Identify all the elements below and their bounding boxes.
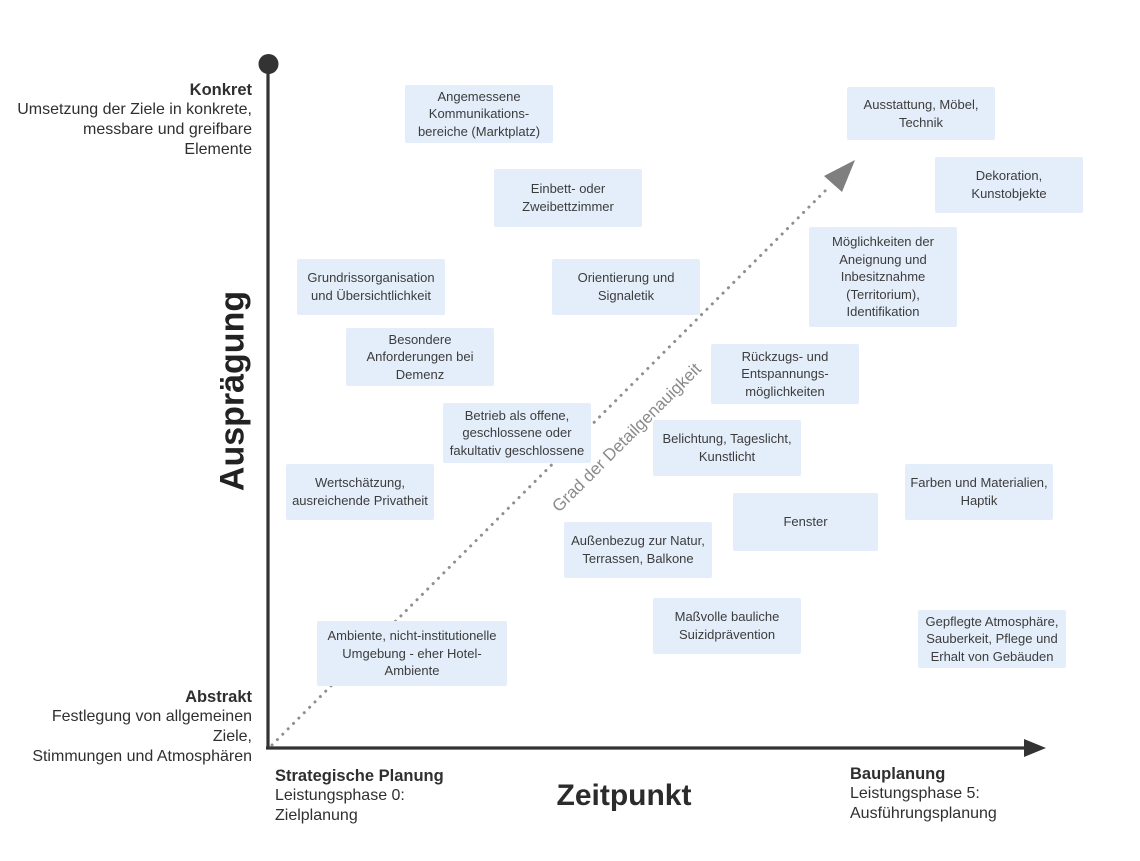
strategische-planung-label: Strategische Planung (275, 767, 444, 785)
diagram-box: Einbett- oder Zweibettzimmer (494, 169, 642, 227)
bauplanung-line1: Leistungsphase 5: (850, 785, 980, 802)
diagram-box: Grundrissorganisation und Übersichtlichk… (297, 259, 445, 315)
diagram-box: Betrieb als offene, geschlossene oder fa… (443, 403, 591, 463)
strategische-planung-line1: Leistungsphase 0: (275, 787, 405, 804)
abstrakt-description-line1: Festlegung von allgemeinen Ziele, (51, 708, 252, 745)
diagram-box: Wertschätzung, ausreichende Privatheit (286, 464, 434, 520)
strategische-planung-line2: Zielplanung (275, 807, 358, 824)
abstrakt-label: Abstrakt (185, 688, 252, 706)
diagram-box: Ambiente, nicht-institutionelle Umgebung… (317, 621, 507, 686)
diagram-box: Außenbezug zur Natur, Terrassen, Balkone (564, 522, 712, 578)
diagram-box: Besondere Anforderungen bei Demenz (346, 328, 494, 386)
y-axis-top-annotation: Konkret Umsetzung der Ziele in konkrete,… (12, 80, 252, 160)
diagonal-arrowhead-icon (824, 160, 855, 192)
x-axis-right-annotation: Bauplanung Leistungsphase 5: Ausführungs… (850, 764, 1070, 824)
diagram-box: Maßvolle bauliche Suizidprävention (653, 598, 801, 654)
diagram-box: Rückzugs- und Entspannungs- möglichkeite… (711, 344, 859, 404)
diagram-box: Möglichkeiten der Aneignung und Inbesitz… (809, 227, 957, 327)
diagram-box: Dekoration, Kunstobjekte (935, 157, 1083, 213)
bauplanung-line2: Ausführungsplanung (850, 805, 997, 822)
y-axis-title: Ausprägung (213, 290, 252, 492)
abstrakt-description-line2: Stimmungen und Atmosphären (32, 748, 252, 765)
diagram-box: Gepflegte Atmosphäre, Sauberkeit, Pflege… (918, 610, 1066, 668)
diagram-box: Farben und Materialien, Haptik (905, 464, 1053, 520)
konkret-description-line1: Umsetzung der Ziele in konkrete, (17, 101, 252, 118)
diagram-box: Orientierung und Signaletik (552, 259, 700, 315)
diagram-box: Fenster (733, 493, 878, 551)
diagram-box: Ausstattung, Möbel, Technik (847, 87, 995, 140)
diagram-box: Angemessene Kommunikations- bereiche (Ma… (405, 85, 553, 143)
y-axis-bottom-annotation: Abstrakt Festlegung von allgemeinen Ziel… (12, 687, 252, 767)
x-axis-arrowhead-icon (1024, 739, 1046, 757)
y-axis-origin-dot (258, 54, 279, 74)
konkret-label: Konkret (189, 81, 252, 99)
bauplanung-label: Bauplanung (850, 765, 946, 783)
konkret-description-line2: messbare und greifbare Elemente (83, 121, 252, 158)
x-axis-left-annotation: Strategische Planung Leistungsphase 0: Z… (275, 766, 495, 826)
diagram-box: Belichtung, Tageslicht, Kunstlicht (653, 420, 801, 476)
x-axis-title: Zeitpunkt (556, 779, 692, 812)
